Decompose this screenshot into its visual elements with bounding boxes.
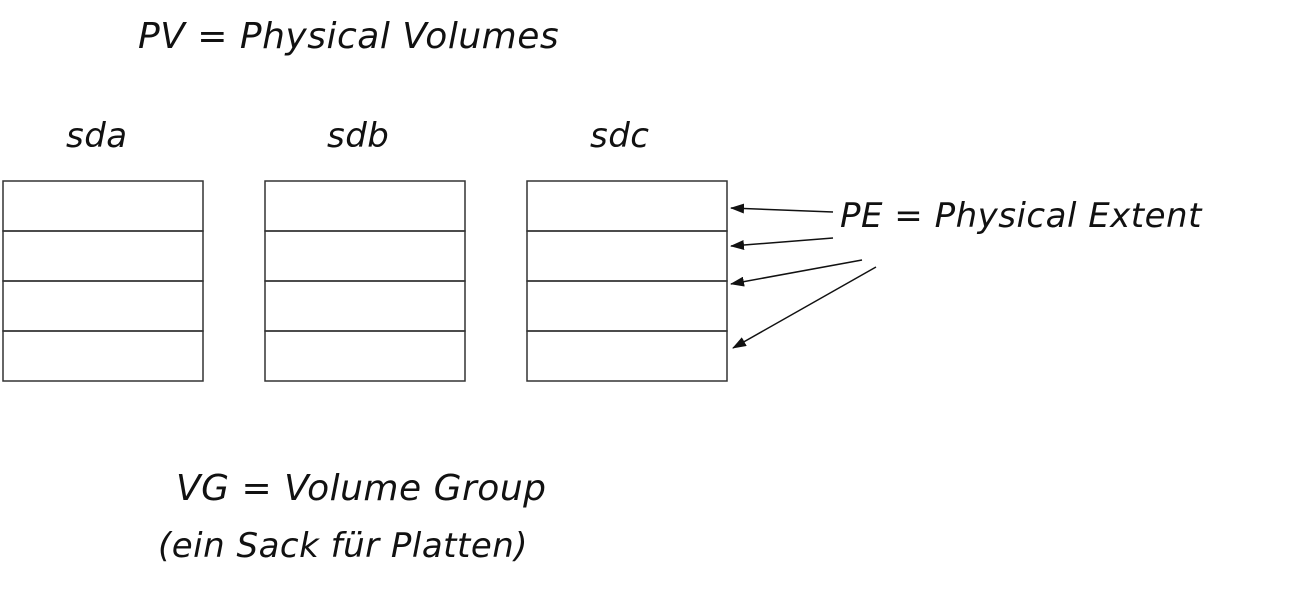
extent-block bbox=[526, 230, 728, 282]
disk-sda bbox=[2, 180, 204, 382]
extent-block bbox=[2, 180, 204, 232]
disk-sdc bbox=[526, 180, 728, 382]
disk-label-sdc: sdc bbox=[590, 116, 650, 156]
vg-note: (ein Sack für Platten) bbox=[158, 526, 529, 566]
disk-sdb bbox=[264, 180, 466, 382]
extent-block bbox=[526, 180, 728, 232]
pe-arrow bbox=[730, 203, 834, 214]
extent-block bbox=[2, 280, 204, 332]
pe-arrow bbox=[730, 237, 834, 250]
extent-block bbox=[526, 280, 728, 332]
extent-block bbox=[264, 280, 466, 332]
disk-label-sdb: sdb bbox=[327, 116, 390, 156]
diagram-title: PV = Physical Volumes bbox=[138, 16, 560, 57]
extent-block bbox=[264, 180, 466, 232]
pe-arrow bbox=[732, 266, 877, 349]
pe-label: PE = Physical Extent bbox=[840, 196, 1202, 236]
pe-arrow bbox=[730, 259, 863, 287]
extent-block bbox=[2, 330, 204, 382]
pe-arrows bbox=[730, 203, 877, 349]
extent-block bbox=[526, 330, 728, 382]
extent-block bbox=[264, 330, 466, 382]
vg-label: VG = Volume Group bbox=[176, 468, 547, 509]
extent-block bbox=[2, 230, 204, 282]
extent-block bbox=[264, 230, 466, 282]
disk-label-sda: sda bbox=[66, 116, 128, 156]
